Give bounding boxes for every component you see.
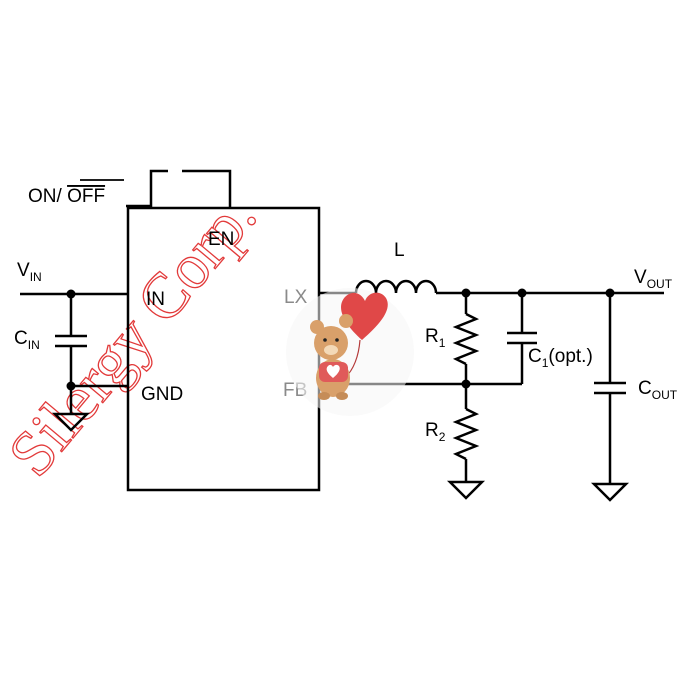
ground-symbol-output — [590, 482, 630, 502]
pin-label-lx: LX — [284, 287, 308, 308]
pin-label-gnd: GND — [141, 384, 183, 405]
bear-eye-right-icon — [335, 338, 339, 342]
enable-signal-wire — [126, 169, 232, 208]
enable-signal-wire-gap — [168, 168, 182, 174]
bear-eye-left-icon — [323, 338, 327, 342]
bear-shirt-heart-icon — [326, 364, 340, 378]
ground-symbol-r2 — [446, 480, 486, 500]
ground-symbol-input — [51, 412, 91, 432]
pin-label-en: EN — [208, 229, 234, 250]
r1-zigzag — [452, 312, 480, 366]
bear-snout-icon — [324, 345, 338, 355]
heart-balloon-icon — [341, 292, 388, 340]
bear-ear-right-icon — [339, 314, 353, 328]
on-off-label: ON/ OFF — [28, 186, 105, 207]
bear-foot-left-icon — [318, 392, 330, 400]
cin-label: CIN — [14, 328, 40, 352]
r1-label: R1 — [425, 326, 446, 350]
inductor-label: L — [394, 240, 405, 261]
r2-label: R2 — [425, 420, 446, 444]
cout-label: COUT — [638, 378, 678, 402]
inductor-coil — [354, 279, 438, 294]
teddy-bear-sticker — [286, 288, 414, 416]
off-overbar-text: OFF — [67, 186, 105, 207]
bear-foot-right-icon — [336, 392, 348, 400]
vin-label: VIN — [17, 260, 42, 284]
bear-head-icon — [314, 326, 348, 360]
vout-label: VOUT — [634, 267, 673, 291]
c1-label: C1(opt.) — [528, 346, 593, 370]
pin-label-in: IN — [146, 289, 165, 310]
r2-zigzag — [452, 407, 480, 461]
watermark: Silergy Corp. — [0, 180, 270, 489]
